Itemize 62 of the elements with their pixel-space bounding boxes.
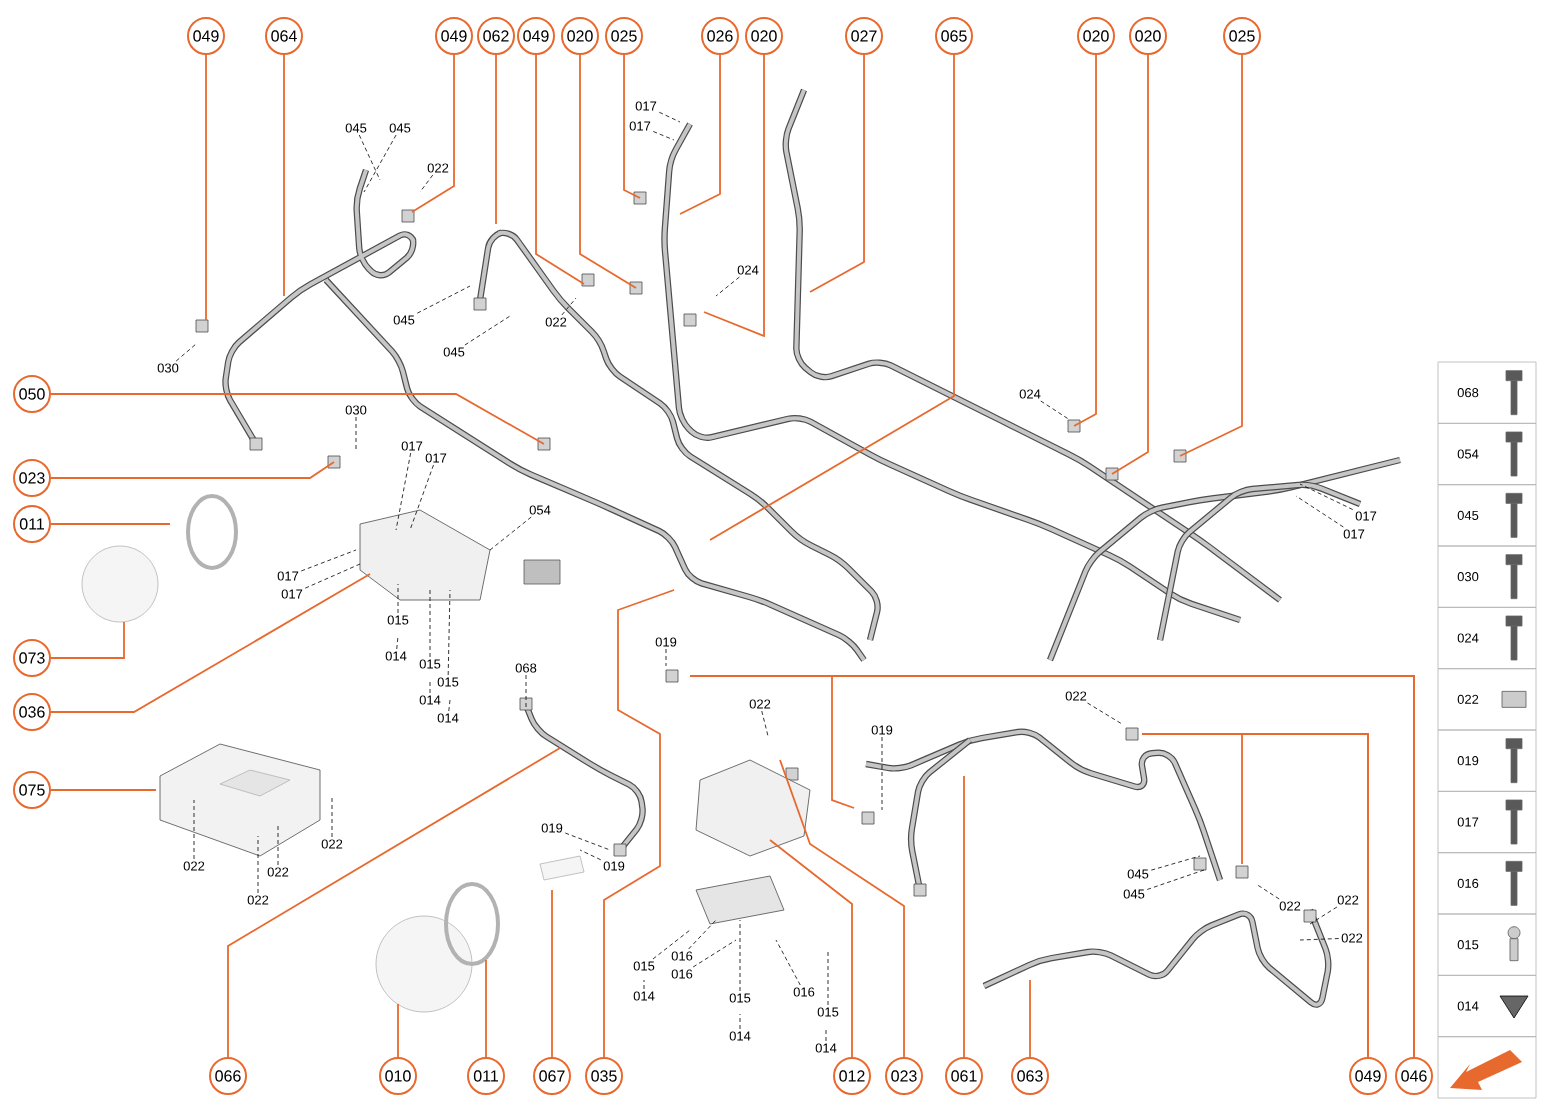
leader-line <box>205 54 207 321</box>
leader-line <box>50 523 171 525</box>
callout-number: 049 <box>1349 1057 1387 1095</box>
leader-line <box>551 889 553 1058</box>
callout-number: 011 <box>13 505 51 543</box>
callout-number: 035 <box>585 1057 623 1095</box>
leader-line <box>679 54 721 215</box>
leader-line <box>50 789 157 791</box>
callout-number: 027 <box>845 17 883 55</box>
callout-number: 010 <box>379 1057 417 1095</box>
leader-line <box>50 393 545 445</box>
callout-number: 065 <box>935 17 973 55</box>
leader-line <box>495 54 497 225</box>
callout-number: 049 <box>517 17 555 55</box>
callout-number: 063 <box>1011 1057 1049 1095</box>
callout-number: 020 <box>1129 17 1167 55</box>
leader-line <box>50 461 335 479</box>
leader-line <box>689 675 1415 1058</box>
leader-line <box>1241 733 1369 1058</box>
leader-line <box>809 54 865 293</box>
callout-number: 020 <box>1077 17 1115 55</box>
leader-line <box>709 54 955 541</box>
callout-number: 062 <box>477 17 515 55</box>
callout-number: 020 <box>745 17 783 55</box>
callout-number: 066 <box>209 1057 247 1095</box>
leader-line <box>623 54 641 199</box>
callout-number: 025 <box>1223 17 1261 55</box>
callout-number: 075 <box>13 771 51 809</box>
callout-number: 046 <box>1395 1057 1433 1095</box>
leader-line <box>703 54 765 338</box>
callout-number: 067 <box>533 1057 571 1095</box>
leader-line <box>535 54 585 285</box>
leader-line <box>963 775 965 1058</box>
leader-line <box>603 589 675 1058</box>
callout-number: 050 <box>13 375 51 413</box>
leader-line <box>579 54 637 289</box>
leader-line <box>283 54 285 297</box>
leader-line <box>227 747 561 1058</box>
callout-number: 025 <box>605 17 643 55</box>
leader-line <box>485 959 487 1058</box>
leader-line <box>1029 979 1031 1058</box>
leader-line <box>397 1003 399 1058</box>
leader-line <box>769 839 853 1058</box>
callout-number: 012 <box>833 1057 871 1095</box>
leader-line <box>50 573 371 713</box>
callout-number: 073 <box>13 639 51 677</box>
callout-number: 023 <box>885 1057 923 1095</box>
callout-number: 026 <box>701 17 739 55</box>
leader-line <box>1073 54 1097 427</box>
leader-line <box>1111 54 1149 475</box>
callout-number: 049 <box>435 17 473 55</box>
callout-number: 020 <box>561 17 599 55</box>
callout-number: 011 <box>467 1057 505 1095</box>
callout-number: 061 <box>945 1057 983 1095</box>
callout-number: 064 <box>265 17 303 55</box>
leader-line <box>50 621 125 659</box>
leader-line <box>1179 54 1243 457</box>
callout-number: 036 <box>13 693 51 731</box>
leader-line <box>779 759 905 1058</box>
leader-line <box>411 54 455 213</box>
callout-number: 049 <box>187 17 225 55</box>
callout-number: 023 <box>13 459 51 497</box>
